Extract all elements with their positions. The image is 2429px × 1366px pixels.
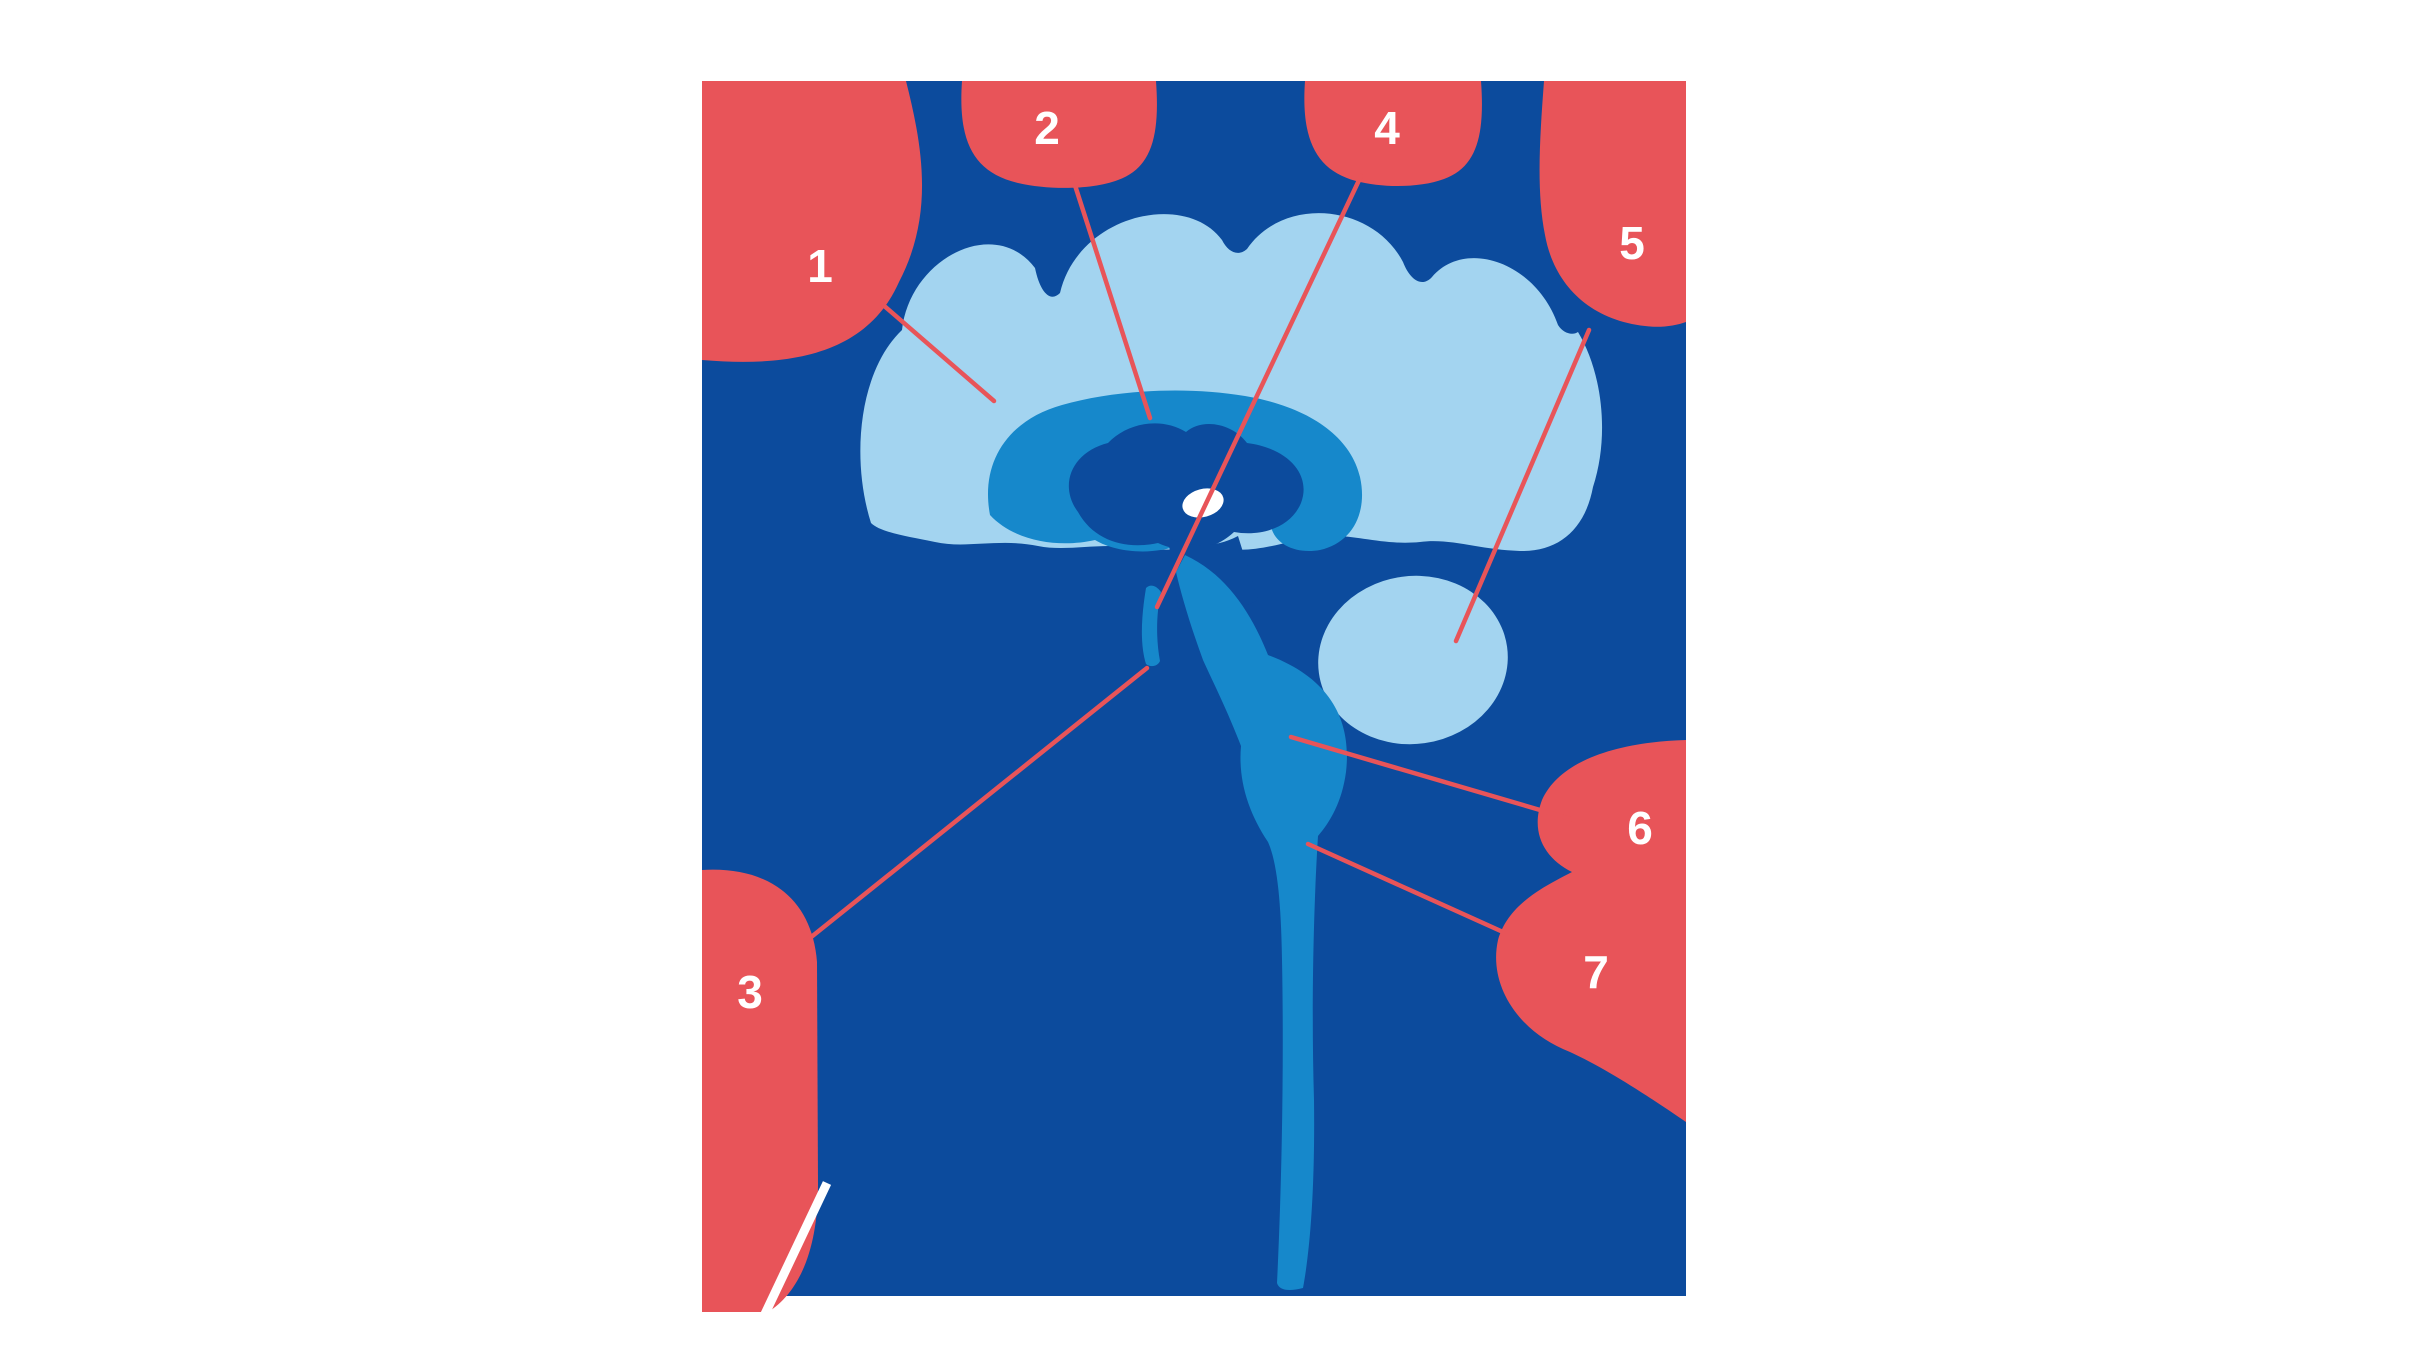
callout-blob-1 xyxy=(702,81,923,362)
callout-blob-5 xyxy=(1539,81,1686,327)
leader-line-6 xyxy=(1288,734,1584,825)
label-number-5: 5 xyxy=(1619,217,1645,269)
cerebellum-shape xyxy=(1318,575,1508,745)
callout-numbers: 1 2 3 4 5 6 7 xyxy=(737,102,1653,1018)
interthalamic-adhesion xyxy=(1182,488,1224,518)
callout-blob-3 xyxy=(702,869,818,1312)
leader-line-1 xyxy=(879,301,997,404)
callout-blob-6-7 xyxy=(1496,740,1686,1122)
label-number-6: 6 xyxy=(1627,802,1653,854)
leader-line-4 xyxy=(1154,173,1364,610)
callout-blob-3-notch xyxy=(759,1181,832,1318)
label-number-1: 1 xyxy=(807,240,833,292)
label-number-4: 4 xyxy=(1374,102,1400,154)
label-number-7: 7 xyxy=(1583,946,1609,998)
label-number-3: 3 xyxy=(737,966,763,1018)
leader-line-7 xyxy=(1305,841,1506,935)
callout-blob-2 xyxy=(961,81,1157,188)
leader-line-3 xyxy=(807,665,1150,941)
callout-blob-4 xyxy=(1304,81,1482,187)
label-number-2: 2 xyxy=(1034,102,1060,154)
callout-blobs xyxy=(702,81,1686,1318)
leader-lines xyxy=(807,173,1592,941)
leader-line-5 xyxy=(1453,327,1592,644)
leader-line-2 xyxy=(1069,173,1153,421)
ventricle-region xyxy=(1068,423,1304,550)
